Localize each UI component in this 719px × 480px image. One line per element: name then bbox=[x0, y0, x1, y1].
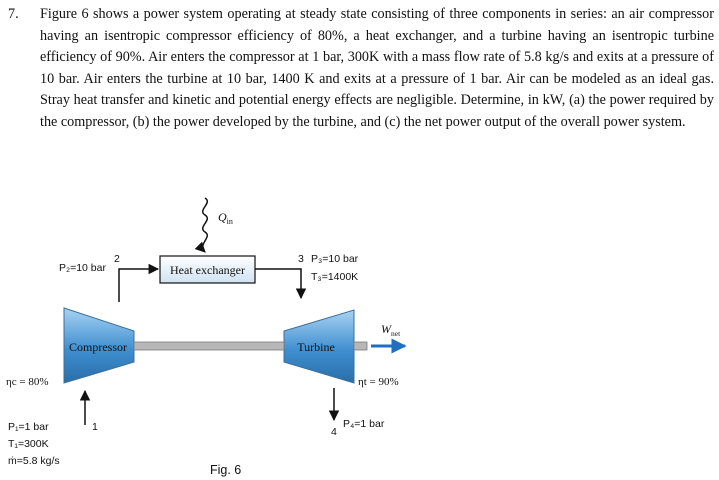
compressor-label: Compressor bbox=[69, 340, 127, 354]
state-3-pressure: P₃=10 bar bbox=[311, 253, 359, 265]
flow-line-2 bbox=[118, 263, 160, 302]
turbine-label: Turbine bbox=[297, 340, 335, 354]
state-1-temperature: T₁=300K bbox=[8, 438, 49, 450]
state-4-number: 4 bbox=[331, 426, 337, 438]
shaft bbox=[133, 341, 285, 351]
state-4-pressure: P₄=1 bar bbox=[343, 418, 385, 430]
state-1-pressure: P₁=1 bar bbox=[8, 421, 49, 433]
state-3-number: 3 bbox=[298, 253, 304, 265]
compressor bbox=[63, 307, 135, 384]
heat-input-arrow bbox=[194, 197, 208, 253]
figure-caption: Fig. 6 bbox=[210, 463, 241, 477]
flow-line-3 bbox=[255, 268, 307, 300]
turbine bbox=[283, 309, 355, 384]
problem-number: 7. bbox=[8, 6, 19, 22]
heat-input-label: Qin bbox=[218, 210, 233, 226]
net-work-label: Wnet bbox=[381, 322, 401, 338]
problem-statement: 7. Figure 6 shows a power system operati… bbox=[8, 4, 714, 133]
shaft-extension bbox=[353, 341, 368, 351]
state-3-temperature: T₃=1400K bbox=[311, 271, 358, 283]
heat-exchanger-label: Heat exchanger bbox=[170, 263, 245, 277]
state-2-number: 2 bbox=[114, 253, 120, 265]
problem-text: Figure 6 shows a power system operating … bbox=[40, 6, 714, 130]
state-1-mass-flow: ṁ=5.8 kg/s bbox=[8, 455, 60, 467]
compressor-efficiency: ηc = 80% bbox=[6, 376, 49, 388]
state-2-pressure: P₂=10 bar bbox=[59, 262, 106, 274]
state-1-number: 1 bbox=[92, 421, 98, 433]
turbine-efficiency: ηt = 90% bbox=[358, 376, 399, 388]
